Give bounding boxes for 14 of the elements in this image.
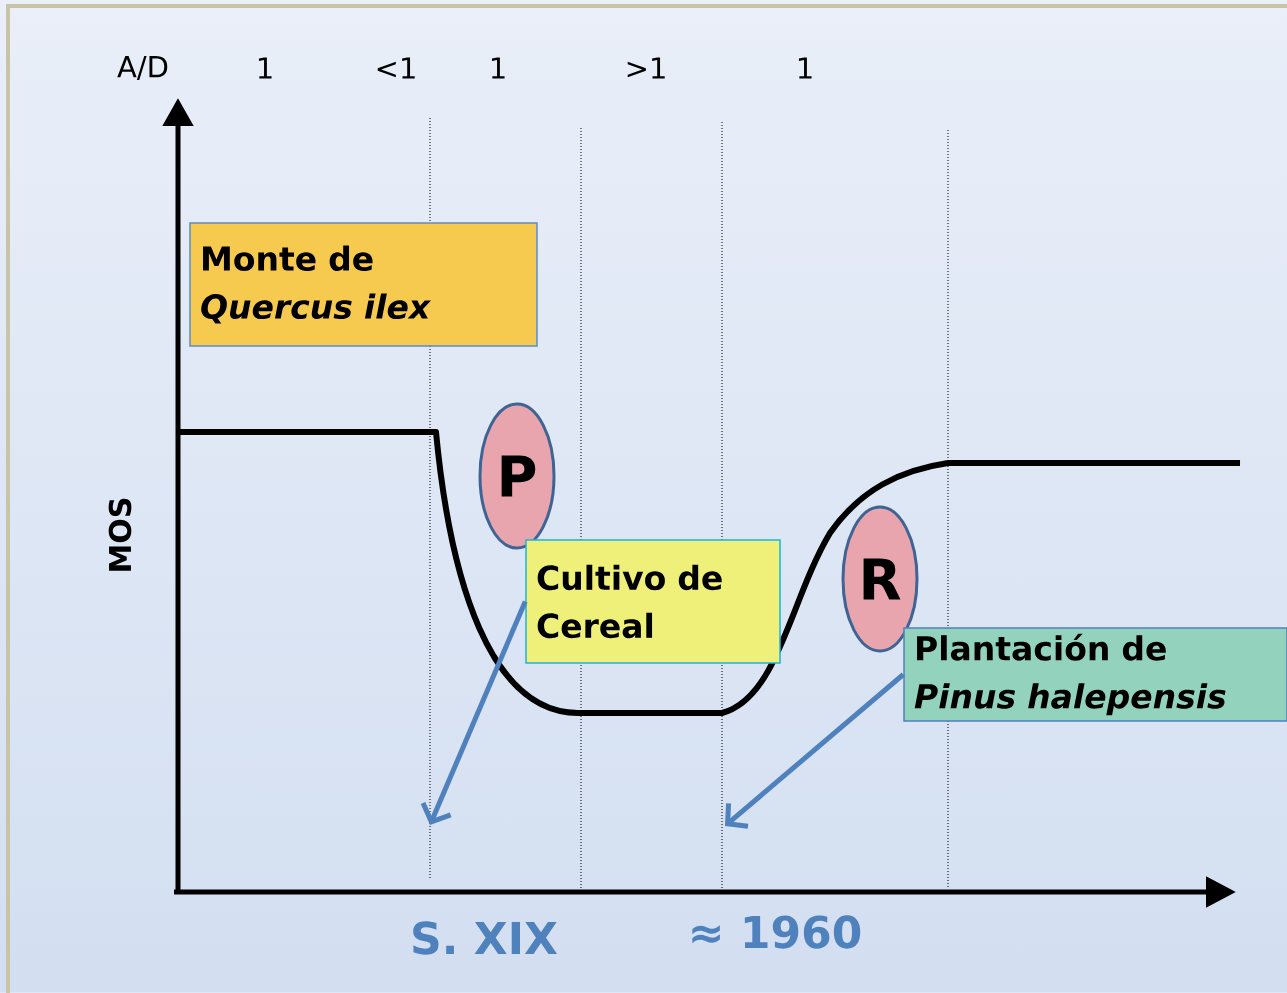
period-label: ≈ 1960: [692, 915, 861, 949]
period-label: S. XIX: [413, 921, 558, 955]
label-box: Monte de Quercus ilex: [189, 222, 538, 347]
ratio-value: 1: [258, 57, 272, 79]
arrow: [420, 600, 528, 825]
ratio-heading: A/D: [117, 56, 168, 80]
label-box: Cultivo de Cereal: [525, 539, 781, 664]
axis-title: MOS: [108, 498, 132, 571]
ratio-value: >1: [627, 57, 665, 79]
ratio-value: 1: [798, 57, 812, 79]
ratio-value: 1: [491, 57, 505, 79]
label-box: Plantación de Pinus halepensis: [903, 627, 1287, 722]
ratio-value: <1: [377, 57, 415, 79]
arrow: [725, 672, 905, 829]
